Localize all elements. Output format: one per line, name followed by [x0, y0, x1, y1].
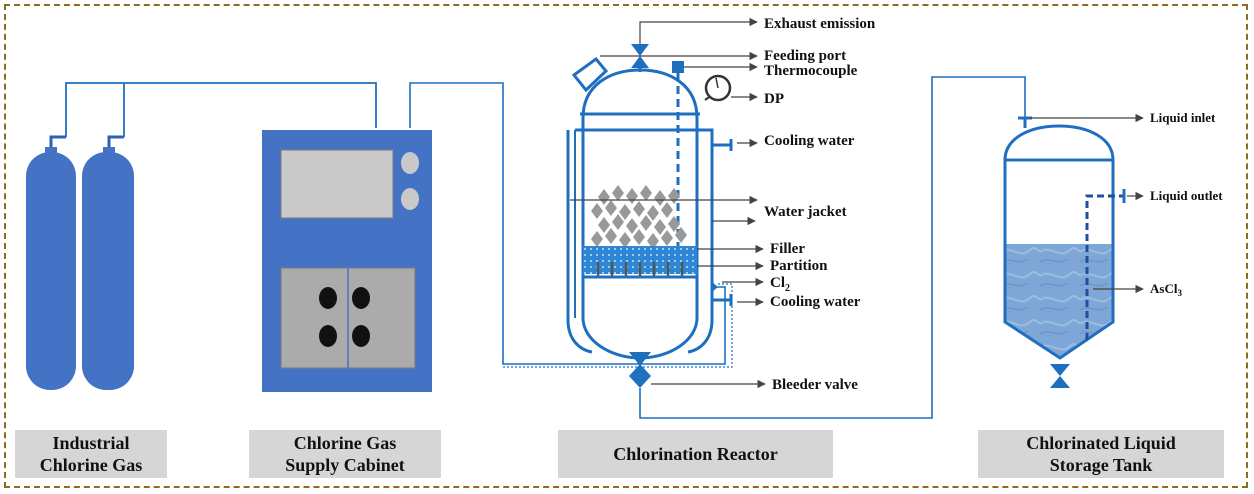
tank-outlet-tube: [1085, 194, 1123, 340]
feeding-port-hopper: [571, 56, 609, 93]
caption-cabinet-line2: Supply Cabinet: [285, 455, 405, 475]
cl2-inlet-valve: [712, 282, 718, 292]
cylinder-right: [82, 152, 134, 390]
caption-cabinet-line1: Chlorine Gas: [293, 433, 397, 453]
filler-piece: [598, 217, 610, 233]
cabinet-port-1: [319, 287, 337, 309]
filler-piece: [661, 230, 673, 246]
filler-piece: [619, 204, 631, 220]
filler-piece: [668, 216, 680, 232]
cooling-water-top-connector: [712, 139, 733, 151]
cabinet-knob-lower: [401, 188, 419, 210]
cylinder-right-neck: [103, 147, 115, 156]
filler-packing: [591, 185, 687, 249]
cooling-water-bottom-connector: [712, 294, 733, 306]
filler-piece: [633, 229, 645, 245]
filler-piece: [661, 202, 673, 218]
label-liquid-outlet: Liquid outlet: [1150, 188, 1223, 203]
caption-cylinders-line1: Industrial: [52, 433, 130, 453]
label-bleeder-valve: Bleeder valve: [772, 377, 858, 393]
label-filler: Filler: [770, 241, 805, 257]
filler-piece: [612, 185, 624, 201]
caption-cylinders: Industrial Chlorine Gas: [15, 430, 167, 478]
filler-piece: [633, 201, 645, 217]
cabinet-display: [280, 149, 394, 219]
label-thermocouple: Thermocouple: [764, 63, 858, 79]
bleeder-valve: [629, 364, 651, 388]
caption-cylinders-line2: Chlorine Gas: [39, 455, 143, 475]
filler-piece: [591, 203, 603, 219]
cabinet-knob-upper: [401, 152, 419, 174]
filler-piece: [591, 231, 603, 247]
filler-piece: [605, 200, 617, 216]
cabinet-port-4: [352, 325, 370, 347]
tank-leader-lines: [1030, 113, 1144, 294]
reactor-water-jacket: [566, 128, 714, 354]
label-dp: DP: [764, 91, 784, 107]
caption-reactor-line1: Chlorination Reactor: [613, 444, 778, 464]
cylinder-valve-right: [107, 135, 124, 147]
cylinder-left: [26, 152, 76, 390]
label-ascl3: AsCl3: [1150, 281, 1182, 298]
gas-pipe-cabinet-to-reactor: [409, 82, 726, 365]
tank-drain-valve: [1050, 364, 1070, 388]
caption-tank: Chlorinated Liquid Storage Tank: [978, 430, 1224, 478]
gas-pipe-cylinders-to-cabinet: [65, 82, 377, 137]
supply-cabinet: [262, 130, 432, 392]
cabinet-port-2: [352, 287, 370, 309]
chlorination-reactor: [566, 44, 733, 388]
caption-tank-line2: Storage Tank: [1049, 455, 1153, 475]
reactor-bottom-outlet: [629, 352, 651, 366]
filler-piece: [647, 233, 659, 249]
tank-inlet-valve: [1018, 116, 1032, 128]
caption-reactor: Chlorination Reactor: [558, 430, 833, 478]
label-partition: Partition: [770, 258, 828, 274]
cylinder-left-neck: [45, 147, 57, 156]
filler-piece: [675, 227, 687, 243]
label-feeding-port: Feeding port: [764, 48, 846, 64]
tank-liquid-cone: [1005, 322, 1113, 358]
label-cl2: Cl2: [770, 275, 790, 294]
tank-liquid: [1005, 244, 1113, 322]
filler-piece: [612, 214, 624, 230]
label-cooling-water-bottom: Cooling water: [770, 294, 861, 310]
chlorine-gas-cylinders: [26, 135, 134, 390]
filler-piece: [640, 185, 652, 201]
cylinder-valve-left: [49, 135, 66, 147]
caption-cabinet: Chlorine Gas Supply Cabinet: [249, 430, 441, 478]
reactor-leader-lines: [570, 17, 766, 389]
storage-tank: [1003, 116, 1126, 388]
caption-tank-line1: Chlorinated Liquid: [1026, 433, 1176, 453]
filler-piece: [647, 205, 659, 221]
label-water-jacket: Water jacket: [764, 204, 847, 220]
filler-piece: [654, 219, 666, 235]
label-exhaust-emission: Exhaust emission: [764, 16, 876, 32]
filler-piece: [626, 218, 638, 234]
label-cooling-water-top: Cooling water: [764, 133, 855, 149]
liquid-pipe-reactor-to-tank: [639, 76, 1026, 419]
filler-piece: [598, 189, 610, 205]
partition-pins: [596, 262, 684, 276]
filler-piece: [619, 232, 631, 248]
filler-piece: [654, 190, 666, 206]
thermocouple-head: [672, 61, 684, 73]
dp-gauge-needle: [715, 77, 719, 89]
filler-piece: [640, 215, 652, 231]
cabinet-port-3: [319, 325, 337, 347]
label-liquid-inlet: Liquid inlet: [1150, 110, 1216, 125]
filler-piece: [605, 228, 617, 244]
